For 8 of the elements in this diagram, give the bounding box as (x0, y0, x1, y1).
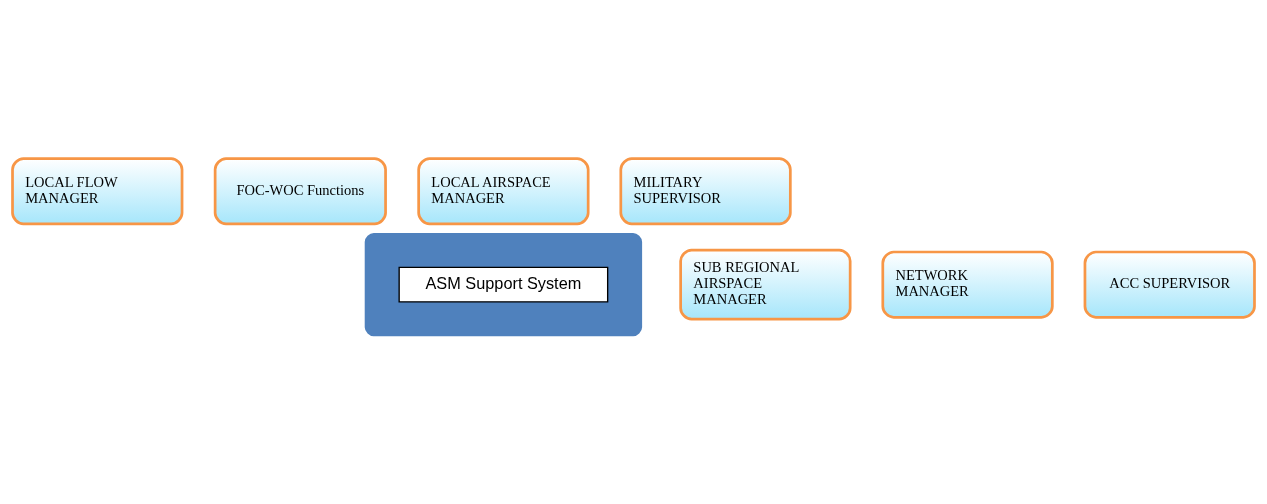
node-box: LOCAL FLOW MANAGER (11, 157, 184, 226)
node-box: ACC SUPERVISOR (1083, 250, 1256, 319)
node-box: MILITARY SUPERVISOR (619, 157, 792, 226)
node-box: LOCAL AIRSPACE MANAGER (417, 157, 590, 226)
node-box: FOC-WOC Functions (213, 157, 387, 226)
node-box: NETWORK MANAGER (881, 250, 1054, 319)
node-box: ASM Support System (398, 266, 609, 303)
node-box: SUB REGIONAL AIRSPACE MANAGER (679, 248, 852, 321)
